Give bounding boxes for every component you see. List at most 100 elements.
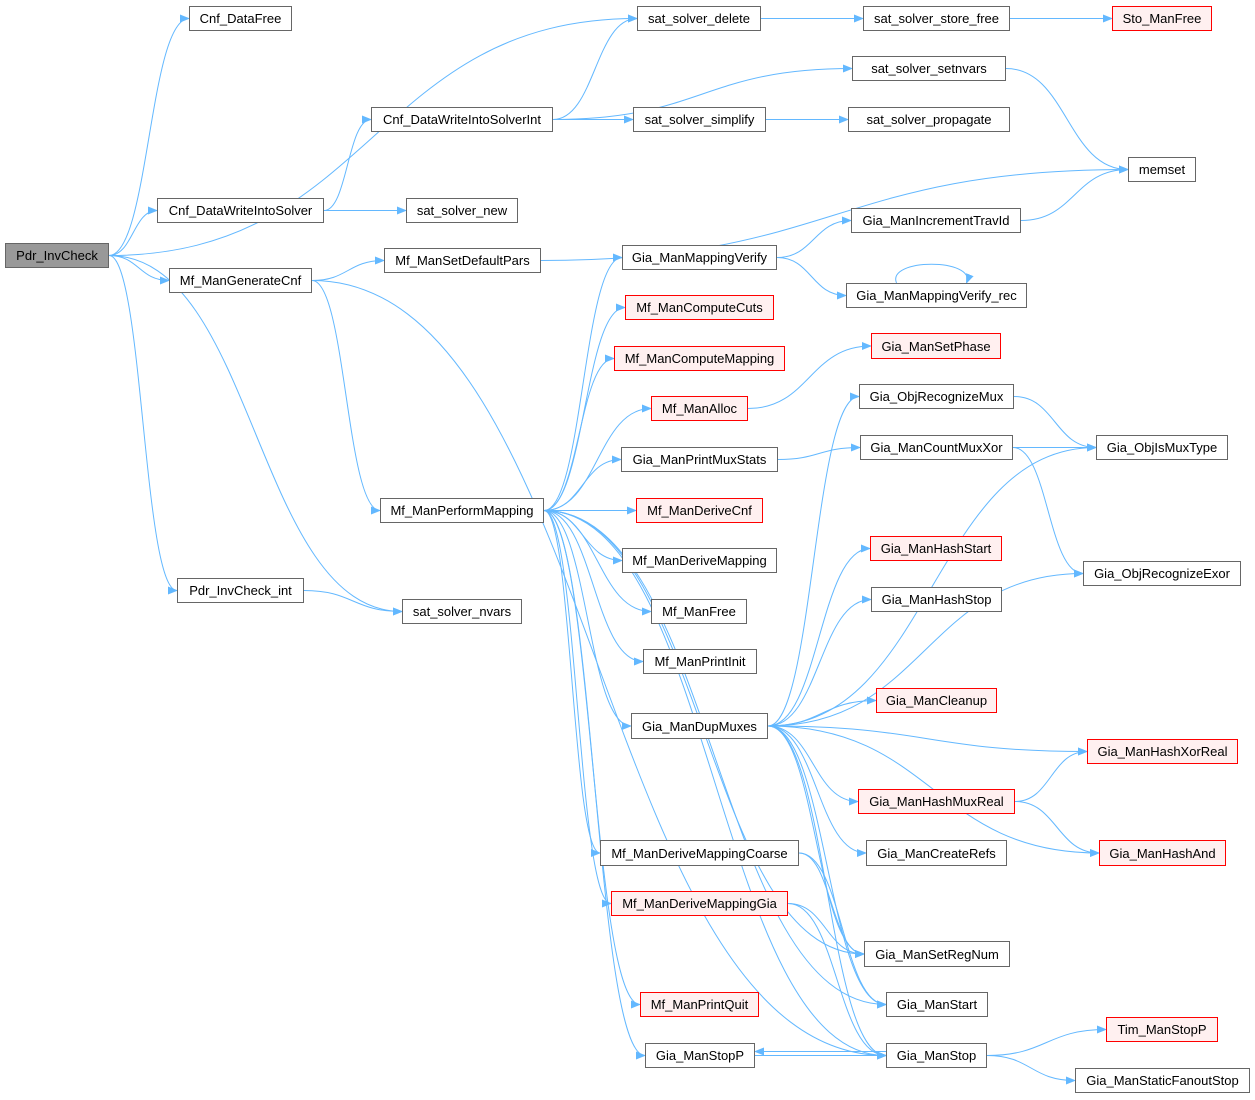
node-sat-solver-delete[interactable]: sat_solver_delete [637,6,761,31]
node-gia-manprintmuxstats[interactable]: Gia_ManPrintMuxStats [621,447,778,472]
node-gia-manmappingverify-rec[interactable]: Gia_ManMappingVerify_rec [846,283,1027,308]
node-gia-manincrementtravid[interactable]: Gia_ManIncrementTravId [851,208,1021,233]
node-mf-manperformmapping[interactable]: Mf_ManPerformMapping [380,498,544,523]
node-cnf-datafree[interactable]: Cnf_DataFree [189,6,292,31]
node-mf-manprintquit[interactable]: Mf_ManPrintQuit [640,992,759,1017]
node-sat-solver-nvars[interactable]: sat_solver_nvars [402,599,522,624]
node-sat-solver-setnvars[interactable]: sat_solver_setnvars [852,56,1006,81]
node-gia-manhashand[interactable]: Gia_ManHashAnd [1099,840,1226,866]
node-gia-manstart[interactable]: Gia_ManStart [886,992,988,1017]
edge-Mf_ManPerformMapping-to-Gia_ManStop [543,510,887,1060]
edge-Gia_ManDupMuxes-to-Gia_ObjRecognizeExor [767,569,1084,727]
node-mf-mancomputemapping[interactable]: Mf_ManComputeMapping [614,346,785,371]
node-gia-mancreaterefs[interactable]: Gia_ManCreateRefs [866,840,1007,866]
node-gia-manhashstart[interactable]: Gia_ManHashStart [870,536,1002,561]
edge-Pdr_InvCheck_int-to-sat_solver_nvars [303,590,403,616]
node-gia-manstaticfanoutstop[interactable]: Gia_ManStaticFanoutStop [1075,1068,1250,1093]
edge-Mf_ManPerformMapping-to-Mf_ManComputeMapping [543,354,615,511]
edge-Pdr_InvCheck-to-sat_solver_delete [108,14,638,256]
node-sat-solver-store-free[interactable]: sat_solver_store_free [863,6,1010,31]
edge-Mf_ManPerformMapping-to-Mf_ManFree [543,510,652,616]
edge-Gia_ManPrintMuxStats-to-Gia_ManCountMuxXor [777,443,861,460]
edge-sat_solver_setnvars-to-memset [1005,68,1129,174]
edge-Cnf_DataWriteIntoSolver-to-Cnf_DataWriteIntoSolverInt [323,115,372,211]
node-gia-mancountmuxxor[interactable]: Gia_ManCountMuxXor [860,435,1013,460]
edge-Gia_ManHashMuxReal-to-Gia_ManHashAnd [1014,801,1100,857]
node-gia-objrecognizeexor[interactable]: Gia_ObjRecognizeExor [1083,561,1241,586]
node-mf-manderivemapping[interactable]: Mf_ManDeriveMapping [622,548,777,573]
edge-Cnf_DataWriteIntoSolverInt-to-sat_solver_delete [552,14,638,120]
edge-Mf_ManPerformMapping-to-Gia_ManPrintMuxStats [543,455,622,511]
edge-Mf_ManPerformMapping-to-Gia_ManDupMuxes [543,510,632,730]
node-mf-manprintinit[interactable]: Mf_ManPrintInit [643,649,757,674]
edge-Mf_ManPerformMapping-to-Gia_ManMappingVerify [543,253,623,511]
edge-Pdr_InvCheck-to-Mf_ManGenerateCnf [108,255,170,285]
edge-Mf_ManPerformMapping-to-Mf_ManDeriveMappingCoarse [543,510,601,857]
node-gia-objismuxtype[interactable]: Gia_ObjIsMuxType [1096,435,1228,460]
node-gia-manhashstop[interactable]: Gia_ManHashStop [871,587,1002,612]
edge-Mf_ManPerformMapping-to-Gia_ManStart [543,510,887,1009]
edge-Gia_ObjRecognizeMux-to-Gia_ObjIsMuxType [1013,396,1097,452]
edge-Gia_ManDupMuxes-to-Gia_ManHashXorReal [767,725,1088,756]
edge-Gia_ManMappingVerify-to-Gia_ManIncrementTravId [776,216,852,258]
edge-Gia_ManDupMuxes-to-Gia_ManHashStop [767,595,872,727]
edge-Mf_ManDeriveMappingCoarse-to-Gia_ManSetRegNum [798,852,865,958]
edge-Mf_ManPerformMapping-to-Mf_ManDeriveMappingGia [543,510,612,908]
node-mf-manalloc[interactable]: Mf_ManAlloc [651,396,748,421]
edge-Gia_ManHashMuxReal-to-Gia_ManHashXorReal [1014,747,1088,802]
node-mf-manderivemappinggia[interactable]: Mf_ManDeriveMappingGia [611,891,788,916]
edge-Gia_ManDupMuxes-to-Gia_ManCreateRefs [767,725,867,857]
edge-Pdr_InvCheck-to-Pdr_InvCheck_int [108,255,178,595]
node-gia-mandupmuxes[interactable]: Gia_ManDupMuxes [631,713,768,739]
edge-Pdr_InvCheck-to-Cnf_DataFree [108,14,190,256]
node-memset[interactable]: memset [1128,157,1196,182]
edge-Gia_ManDupMuxes-to-Gia_ObjRecognizeMux [767,392,860,727]
node-mf-mangeneratecnf[interactable]: Mf_ManGenerateCnf [169,268,312,293]
edge-Mf_ManGenerateCnf-to-Gia_ManStop [311,280,887,1060]
edge-Gia_ManMappingVerify-to-Gia_ManMappingVerify_rec [776,257,847,300]
node-mf-mansetdefaultpars[interactable]: Mf_ManSetDefaultPars [384,248,541,273]
node-mf-manderivemappingcoarse[interactable]: Mf_ManDeriveMappingCoarse [600,840,799,866]
node-gia-manhashxorreal[interactable]: Gia_ManHashXorReal [1087,739,1238,764]
node-sat-solver-propagate[interactable]: sat_solver_propagate [848,107,1010,132]
edge-Mf_ManGenerateCnf-to-Mf_ManPerformMapping [311,280,381,515]
edge-Pdr_InvCheck-to-sat_solver_nvars [108,255,403,616]
edge-Cnf_DataWriteIntoSolverInt-to-sat_solver_setnvars [552,64,853,120]
node-pdr-invcheck-int[interactable]: Pdr_InvCheck_int [177,578,304,603]
node-cnf-datawriteintosolver[interactable]: Cnf_DataWriteIntoSolver [157,198,324,223]
edge-Gia_ManCountMuxXor-to-Gia_ObjRecognizeExor [1012,447,1084,578]
edge-Mf_ManPerformMapping-to-Mf_ManComputeCuts [543,303,626,511]
edge-Mf_ManPerformMapping-to-Mf_ManPrintInit [543,510,644,666]
edge-Gia_ManDupMuxes-to-Gia_ManHashStart [767,544,871,727]
node-sat-solver-simplify[interactable]: sat_solver_simplify [633,107,766,132]
edge-Mf_ManDeriveMappingGia-to-Gia_ManStop [787,903,887,1060]
node-gia-manhashmuxreal[interactable]: Gia_ManHashMuxReal [858,789,1015,814]
node-gia-manstop[interactable]: Gia_ManStop [886,1043,987,1068]
edge-Mf_ManGenerateCnf-to-Mf_ManSetDefaultPars [311,256,385,281]
edge-Mf_ManPerformMapping-to-Gia_ManStopP [543,510,646,1060]
node-mf-manfree[interactable]: Mf_ManFree [651,599,747,624]
node-mf-manderivecnf[interactable]: Mf_ManDeriveCnf [636,498,763,523]
edge-Gia_ManDupMuxes-to-Gia_ManHashMuxReal [767,725,859,806]
edge-Gia_ManIncrementTravId-to-memset [1020,165,1129,221]
node-gia-mancleanup[interactable]: Gia_ManCleanup [876,688,997,713]
node-pdr-invcheck[interactable]: Pdr_InvCheck [5,243,109,268]
edge-Gia_ManDupMuxes-to-Gia_ManCleanup [767,696,877,727]
edge-Pdr_InvCheck-to-Cnf_DataWriteIntoSolver [108,206,158,256]
node-gia-manmappingverify[interactable]: Gia_ManMappingVerify [622,245,777,270]
edge-Gia_ManStop-to-Gia_ManStaticFanoutStop [986,1055,1076,1085]
node-gia-mansetphase[interactable]: Gia_ManSetPhase [871,333,1001,359]
node-mf-mancomputecuts[interactable]: Mf_ManComputeCuts [625,295,774,320]
node-sto-manfree[interactable]: Sto_ManFree [1112,6,1212,31]
edge-Mf_ManAlloc-to-Gia_ManSetPhase [747,342,872,409]
edge-Mf_ManDeriveMappingGia-to-Gia_ManSetRegNum [787,903,865,958]
node-tim-manstopp[interactable]: Tim_ManStopP [1106,1017,1218,1042]
edge-Gia_ManMappingVerify_rec-to-Gia_ManMappingVerify_rec [895,263,974,284]
node-sat-solver-new[interactable]: sat_solver_new [406,198,518,223]
node-gia-objrecognizemux[interactable]: Gia_ObjRecognizeMux [859,384,1014,409]
edge-Gia_ManStop-to-Tim_ManStopP [986,1025,1107,1056]
node-gia-manstopp[interactable]: Gia_ManStopP [645,1043,755,1068]
node-cnf-datawriteintosolverint[interactable]: Cnf_DataWriteIntoSolverInt [371,107,553,132]
node-gia-mansetregnum[interactable]: Gia_ManSetRegNum [864,941,1010,967]
